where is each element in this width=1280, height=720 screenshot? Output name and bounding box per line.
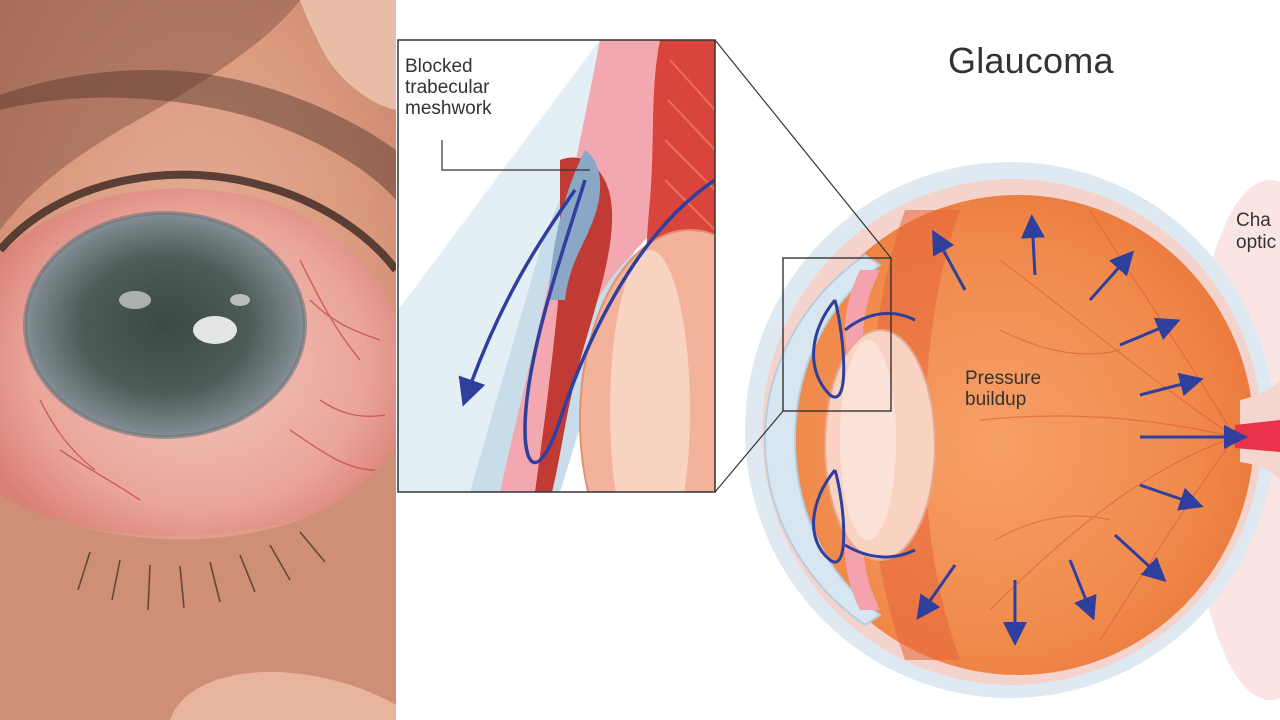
label-line: meshwork [405,98,492,119]
inset-magnified-view [397,39,716,493]
label-line: Blocked [405,56,473,77]
zoom-region [782,257,892,412]
diagram-title: Glaucoma [948,40,1114,81]
glaucoma-eye-photo [0,0,396,720]
retinal-vessels [979,209,1236,641]
pressure-buildup-label: Pressure buildup [965,368,1085,410]
optic-nerve-label-cut: Cha optic [1236,210,1280,254]
label-line: Pressure [965,368,1042,389]
label-line: trabecular [405,77,490,98]
label-line: buildup [965,389,1027,410]
cornea [763,253,882,627]
label-line: Cha [1236,210,1271,231]
label-line: optic [1236,232,1277,253]
trabecular-meshwork-label: Blocked trabecular meshwork [405,56,535,119]
pressure-arrows [916,214,1248,646]
glaucoma-anatomy-diagram [397,39,1280,700]
